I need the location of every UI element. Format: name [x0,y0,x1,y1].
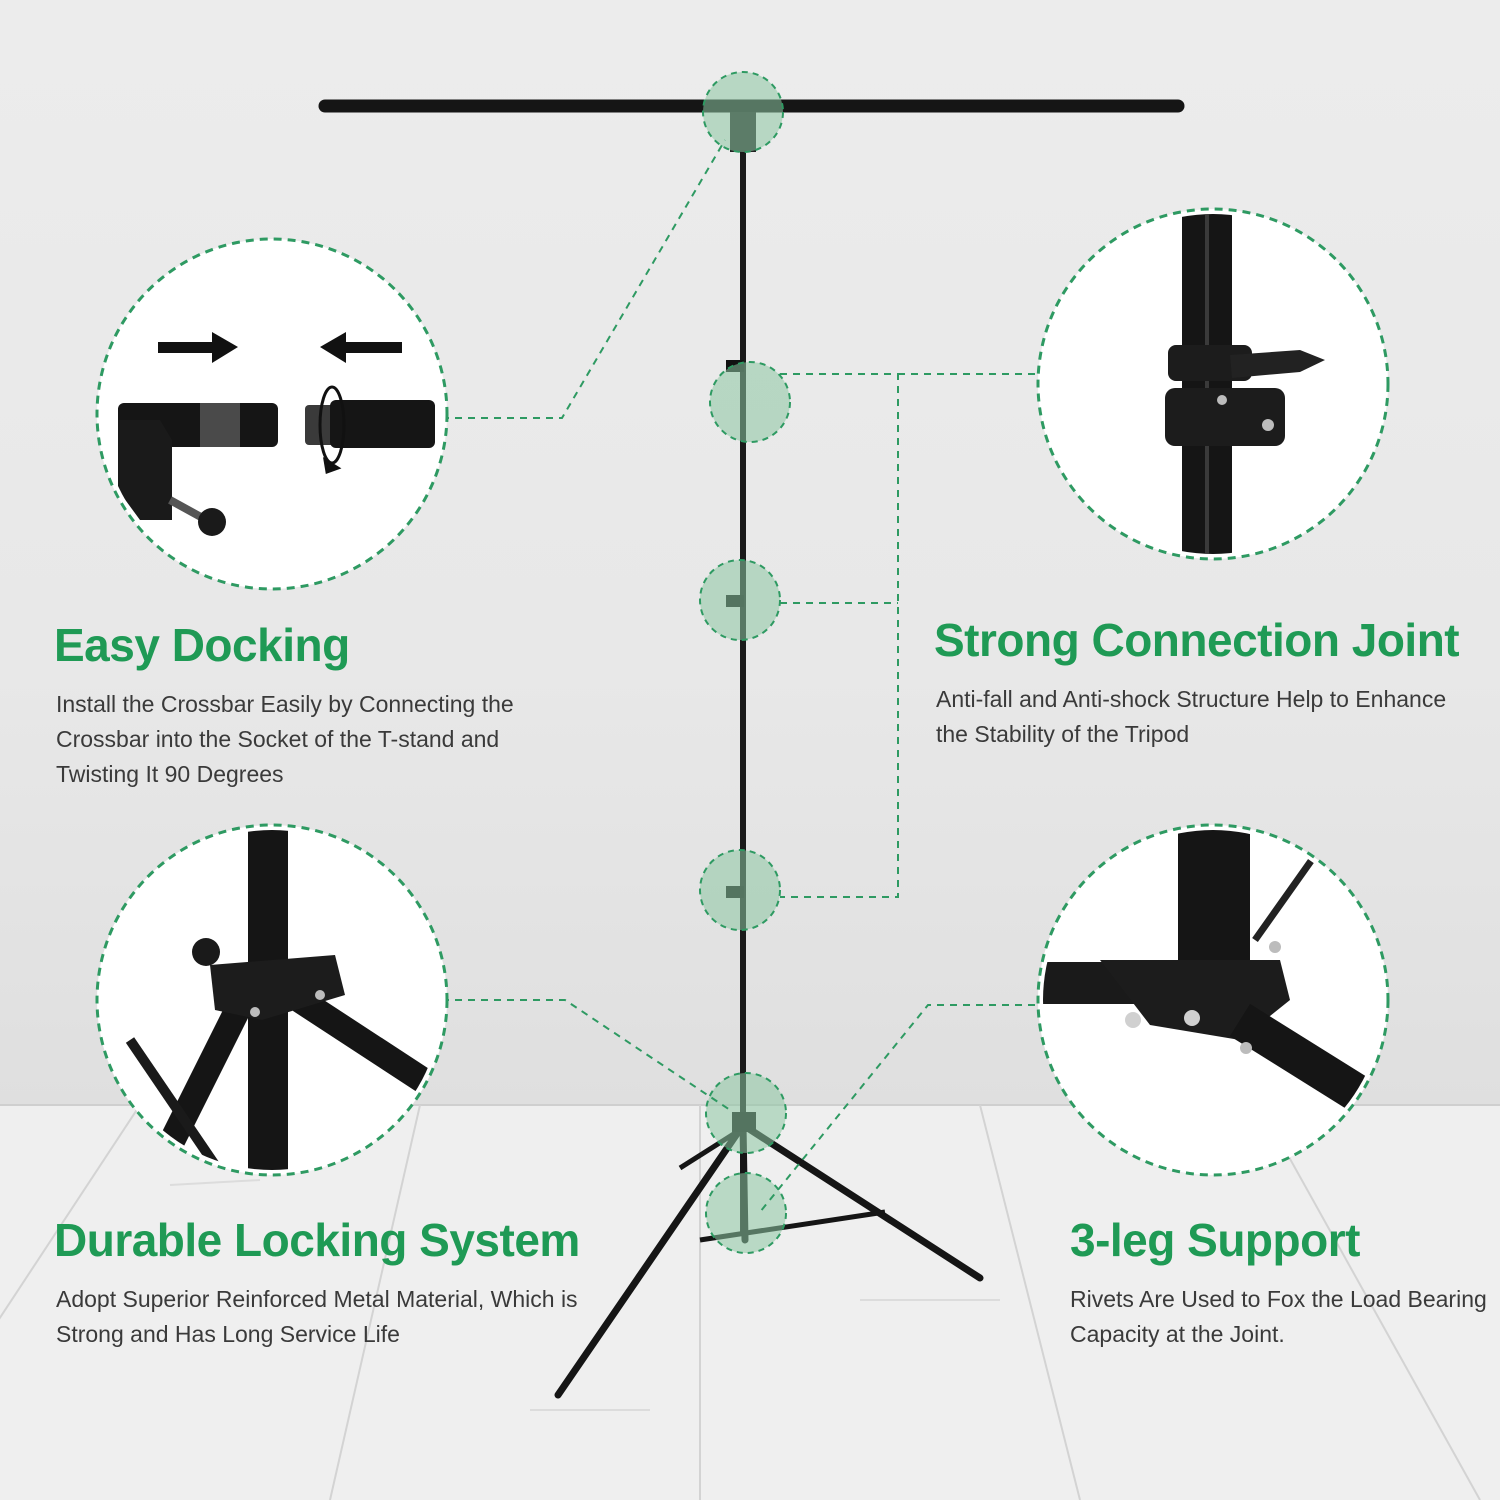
three-leg-support-description: Rivets Are Used to Fox the Load Bearing … [1070,1286,1487,1347]
highlight-markers [699,71,791,1254]
callout-lines [442,139,1040,1213]
connection-joint-description: Anti-fall and Anti-shock Structure Help … [936,686,1447,747]
callout-docking [95,237,449,591]
rotate-icon [318,385,346,475]
easy-docking-title: Easy Docking [54,619,350,671]
easy-docking-description: Install the Crossbar Easily by Connectin… [56,691,514,787]
arrow-left-icon [320,332,402,363]
locking-system-title: Durable Locking System [54,1214,580,1266]
locking-system-description: Adopt Superior Reinforced Metal Material… [56,1286,578,1347]
connection-joint-title: Strong Connection Joint [934,614,1460,666]
arrow-right-icon [158,332,238,363]
callout-support [1036,823,1390,1177]
callout-locking [95,823,449,1177]
callout-joint [1036,207,1390,561]
three-leg-support-title: 3-leg Support [1070,1214,1360,1266]
